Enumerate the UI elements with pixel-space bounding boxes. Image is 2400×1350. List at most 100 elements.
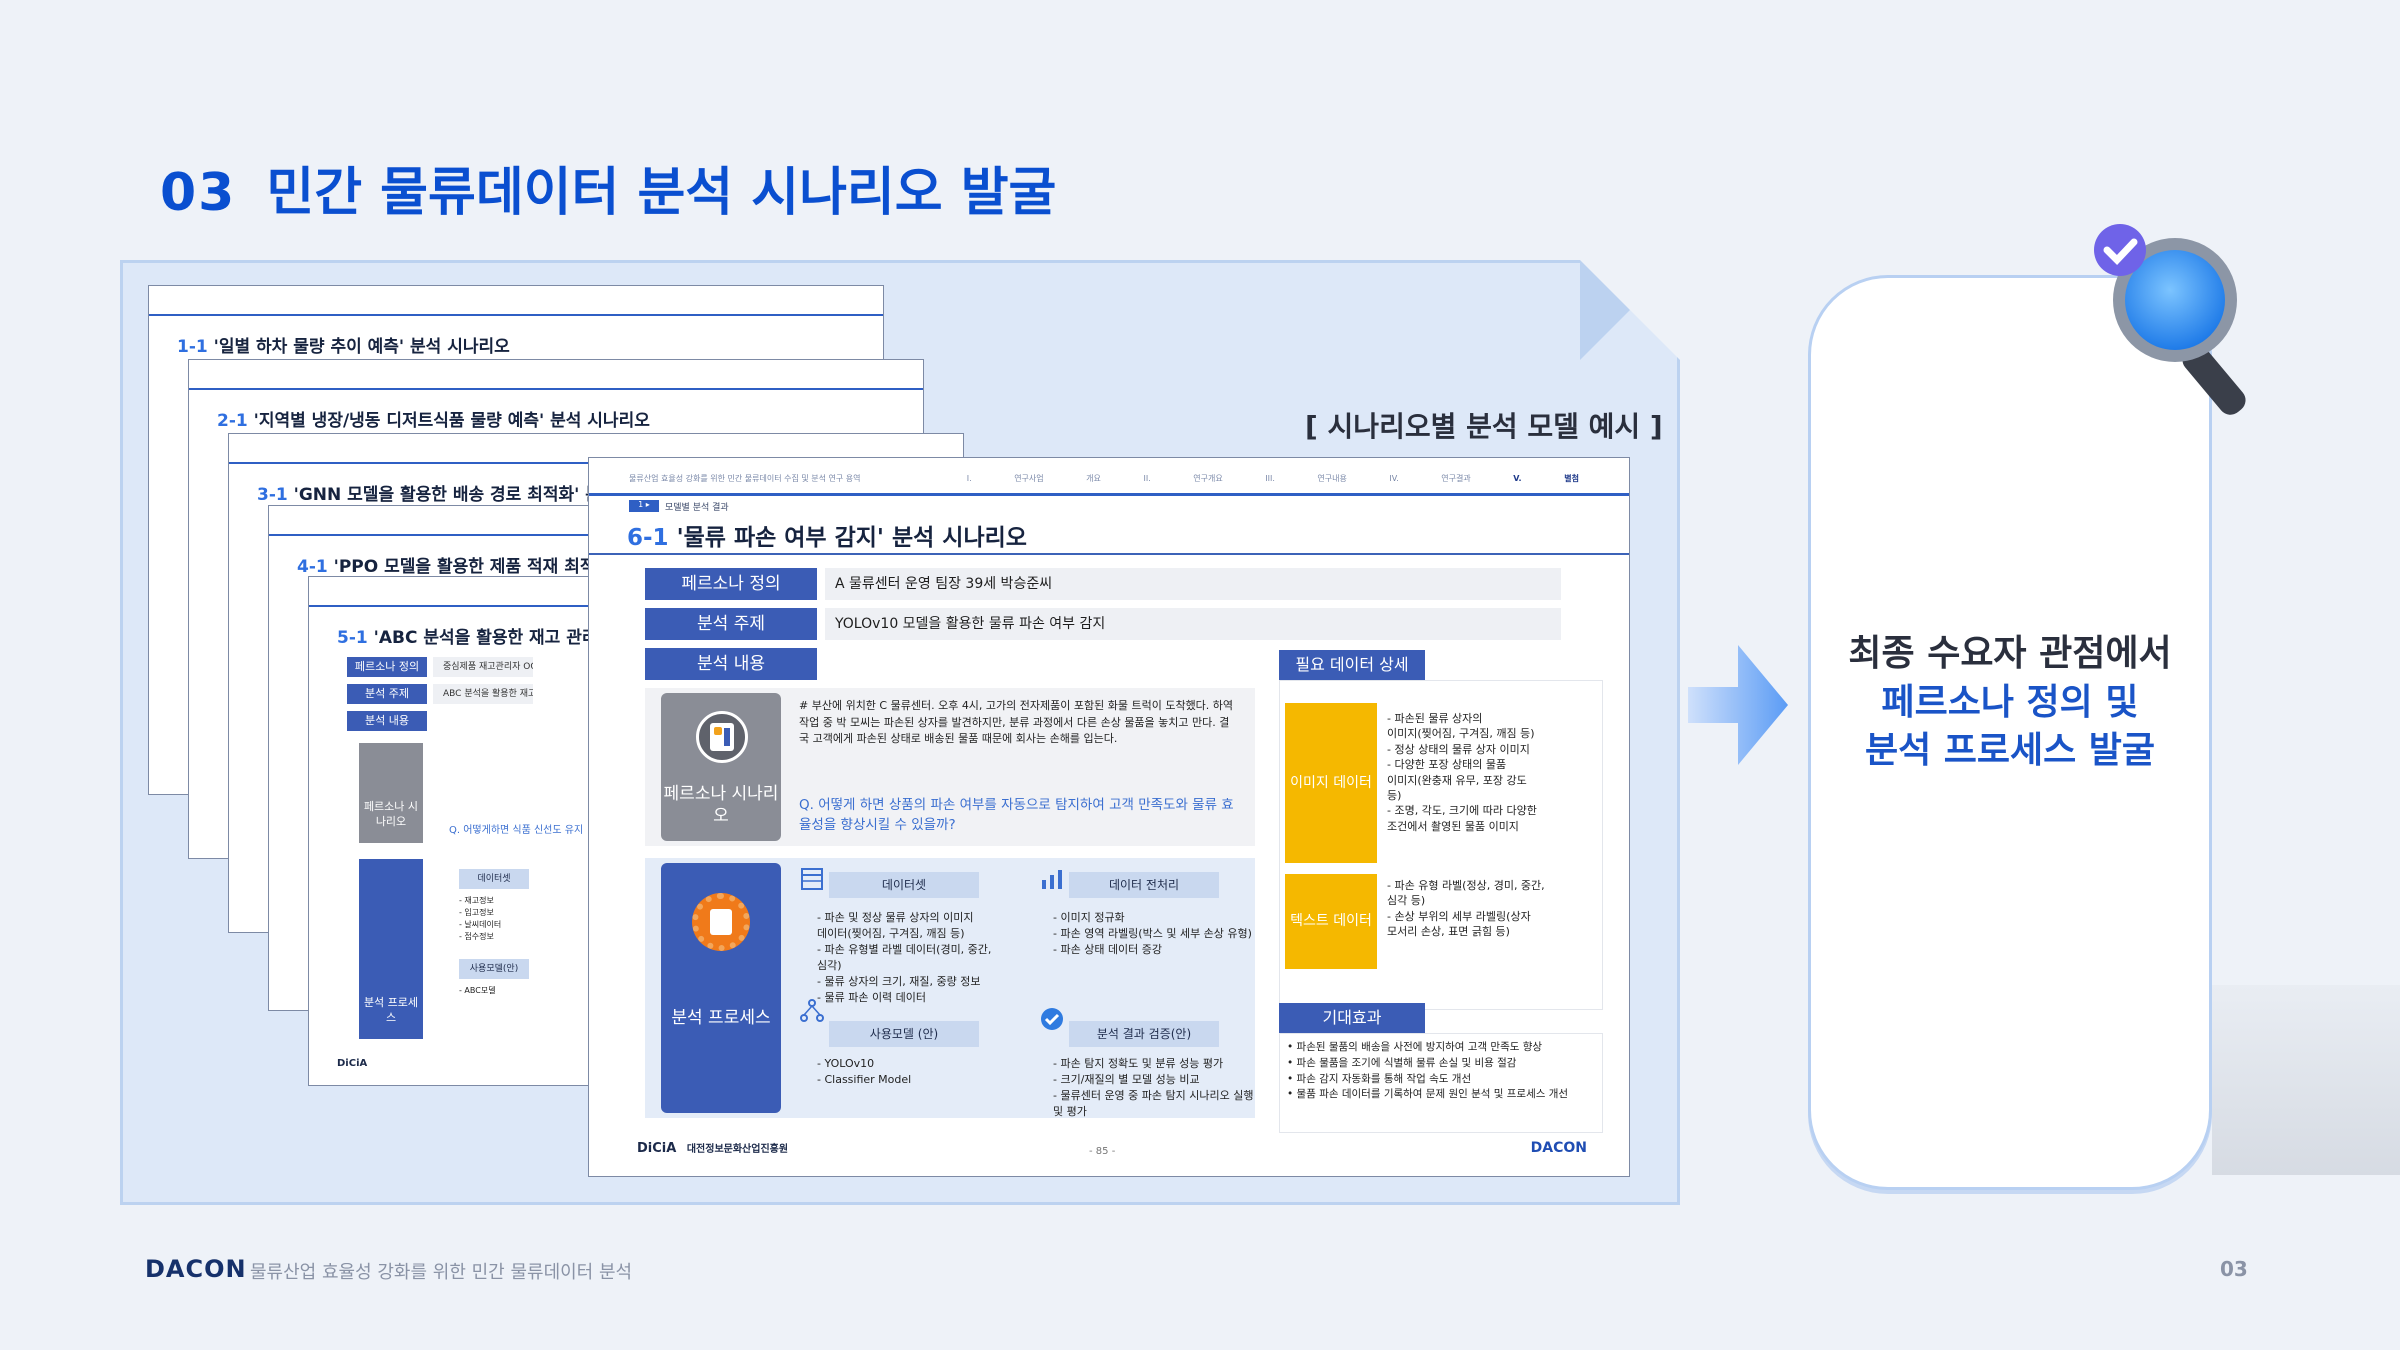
effect-item: 파손된 물품의 배송을 사전에 방지하여 고객 만족도 향상 [1287,1040,1597,1056]
page-heading: 5-1 'ABC 분석을 활용한 재고 관리 현 [337,623,619,648]
effect-item: 물품 파손 데이터를 기록하여 문제 원인 분석 및 프로세스 개선 [1287,1087,1597,1103]
footer-logo: DACON [145,1255,247,1283]
p5-process-card: 분석 프로세스 [359,859,423,1039]
p5-footer-logo: DiCiA [337,1058,368,1069]
result-list: - 파손 탐지 정확도 및 분류 성능 평가 - 크기/재질의 별 모델 성능 … [1053,1057,1254,1118]
nav-item: II. 연구개요 [1143,474,1223,483]
main-footer-logo-mark: DiCiA [637,1141,677,1156]
persona-label: 페르소나 정의 [645,568,817,600]
p5-model-list: - ABC모델 [459,986,496,995]
scenario-text: # 부산에 위치한 C 물류센터. 오후 4시, 고가의 전자제품이 포함된 화… [799,699,1234,745]
head-rule [589,553,1629,555]
scenario-question: Q. 어떻게 하면 상품의 파손 여부를 자동으로 탐지하여 고객 만족도와 물… [799,797,1234,833]
persona-card: 페르소나 시나리오 [661,693,781,841]
shadow-block [2212,985,2400,1175]
preprocess-list: - 이미지 정규화 - 파손 영역 라벨링(박스 및 세부 손상 유형) - 파… [1053,911,1252,956]
title-text: 민간 물류데이터 분석 시나리오 발굴 [266,163,1057,223]
content-label: 분석 내용 [645,648,817,680]
arrow-right-icon [1688,645,1788,765]
main-top-caption: 물류산업 효율성 강화를 위한 민간 물류데이터 수집 및 분석 연구 용역 [629,474,861,483]
preprocess-label: 데이터 전처리 [1069,872,1219,898]
p5-content-label: 분석 내용 [347,711,427,731]
effect-label: 기대효과 [1279,1003,1425,1033]
main-footer-logo: DiCiA 대전정보문화산업진흥원 [637,1140,788,1156]
page-heading-num: 2-1 [217,411,248,431]
phone-line-1: 최종 수요자 관점에서 [1848,633,2172,674]
main-dacon-logo: DACON [1530,1140,1587,1156]
main-nav: I. 연구사업 개요 II. 연구개요 III. 연구내용 IV. 연구결과 V… [967,473,1579,484]
check-icon [1041,1008,1063,1030]
dataset-label: 데이터셋 [829,872,979,898]
effect-item: 파손 물품을 조기에 식별해 물류 손실 및 비용 절감 [1287,1056,1597,1072]
image-data-card: 이미지 데이터 [1285,703,1377,863]
effect-list: 파손된 물품의 배송을 사전에 방지하여 고객 만족도 향상 파손 물품을 조기… [1287,1040,1597,1103]
page-heading: 4-1 'PPO 모델을 활용한 제품 적재 최적화' [297,552,616,577]
footer-page-number: 03 [2220,1257,2248,1281]
preprocess-icon [1042,870,1062,889]
scenario-label: [ 시나리오별 분석 모델 예시 ] [1305,410,1663,443]
phone-line-2: 페르소나 정의 및 [1881,681,2139,723]
topic-value: YOLOv10 모델을 활용한 물류 파손 여부 감지 [825,608,1561,640]
p5-dataset-label: 데이터셋 [459,869,529,889]
p5-model-label: 사용모델(안) [459,959,529,979]
p5-question: Q. 어떻게하면 식품 신선도 유지 [449,825,584,836]
main-page-number: - 85 - [1089,1146,1116,1157]
page-heading-text: 'ABC 분석을 활용한 재고 관리 현 [373,628,620,648]
nav-item: IV. 연구결과 [1389,474,1471,483]
magnifier-icon [2094,224,2246,415]
p5-topic-value: ABC 분석을 활용한 재고 관리 [433,684,533,704]
nav-item: I. 연구사업 개요 [966,474,1101,483]
page-6-1: 물류산업 효율성 강화를 위한 민간 물류데이터 수집 및 분석 연구 용역 I… [588,457,1630,1177]
slide-title: 03 민간 물류데이터 분석 시나리오 발굴 [160,150,1056,225]
dataset-icon [801,868,823,890]
page-heading-text: '지역별 냉장/냉동 디저트식품 물량 예측' 분석 시나리오 [253,411,650,431]
page-heading-text: '일별 하차 물량 추이 예측' 분석 시나리오 [213,337,510,357]
model-list: - YOLOv10 - Classifier Model [817,1057,912,1086]
process-card-label: 분석 프로세스 [671,1008,771,1028]
page-rule [589,493,1629,496]
page-heading-num: 4-1 [297,557,328,577]
phone-panel [1808,275,2212,1190]
p5-topic-label: 분석 주제 [347,684,427,704]
page-heading: 3-1 'GNN 모델을 활용한 배송 경로 최적화' 분석 [257,480,617,505]
persona-card-label: 페르소나 시나리오 [663,784,779,827]
page-rule [149,314,883,316]
gear-icon [692,893,750,951]
section-tag: 1 ▸ [629,500,659,512]
main-heading-text: '물류 파손 여부 감지' 분석 시나리오 [676,525,1027,551]
p5-persona-value: 중심제품 재고관리자 OOO 대 [433,657,533,677]
nav-item: III. 연구내용 [1265,474,1347,483]
topic-label: 분석 주제 [645,608,817,640]
effect-item: 파손 감지 자동화를 통해 작업 속도 개선 [1287,1072,1597,1088]
main-heading-num: 6-1 [627,525,669,551]
text-data-list: - 파손 유형 라벨(정상, 경미, 중간, 심각 등) - 손상 부위의 세부… [1387,879,1545,939]
model-icon [800,999,824,1022]
phone-line-3: 분석 프로세스 발굴 [1864,730,2156,772]
page-heading-num: 3-1 [257,485,288,505]
page-heading: 1-1 '일별 하차 물량 추이 예측' 분석 시나리오 [177,332,510,357]
model-label: 사용모델 (안) [829,1021,979,1047]
main-heading: 6-1 '물류 파손 여부 감지' 분석 시나리오 [627,518,1027,552]
image-data-list: - 파손된 물류 상자의 이미지(찢어짐, 구겨짐, 깨짐 등) - 정상 상태… [1387,712,1537,833]
page-heading-text: 'PPO 모델을 활용한 제품 적재 최적화' [333,557,617,577]
page-heading-num: 5-1 [337,628,368,648]
persona-icon [696,711,748,763]
need-data-label: 필요 데이터 상세 [1279,650,1425,680]
p5-dataset-list: - 재고정보 - 입고정보 - 날씨데이터 - 접수정보 [459,896,502,941]
page-heading-num: 1-1 [177,337,208,357]
p5-persona-card: 페르소나 시나리오 [359,743,423,843]
folder-corner-cut [1580,260,1680,360]
p5-persona-label: 페르소나 정의 [347,657,427,677]
persona-value: A 물류센터 운영 팀장 39세 박승준씨 [825,568,1561,600]
footer-caption: 물류산업 효율성 강화를 위한 민간 물류데이터 분석 [250,1262,633,1283]
page-heading: 2-1 '지역별 냉장/냉동 디저트식품 물량 예측' 분석 시나리오 [217,406,650,431]
page-heading-text: 'GNN 모델을 활용한 배송 경로 최적화' 분석 [293,485,617,505]
process-card: 분석 프로세스 [661,863,781,1113]
section-sub: 모델별 분석 결과 [665,503,729,513]
main-footer-org: 대전정보문화산업진흥원 [686,1144,789,1155]
nav-item: V. 별첨 [1513,474,1579,483]
dataset-list: - 파손 및 정상 물류 상자의 이미지 데이터(찢어짐, 구겨짐, 깨짐 등)… [817,911,992,1004]
phone-text: 최종 수요자 관점에서 페르소나 정의 및 분석 프로세스 발굴 [1808,630,2212,776]
text-data-card: 텍스트 데이터 [1285,874,1377,969]
result-label: 분석 결과 검증(안) [1069,1021,1219,1047]
